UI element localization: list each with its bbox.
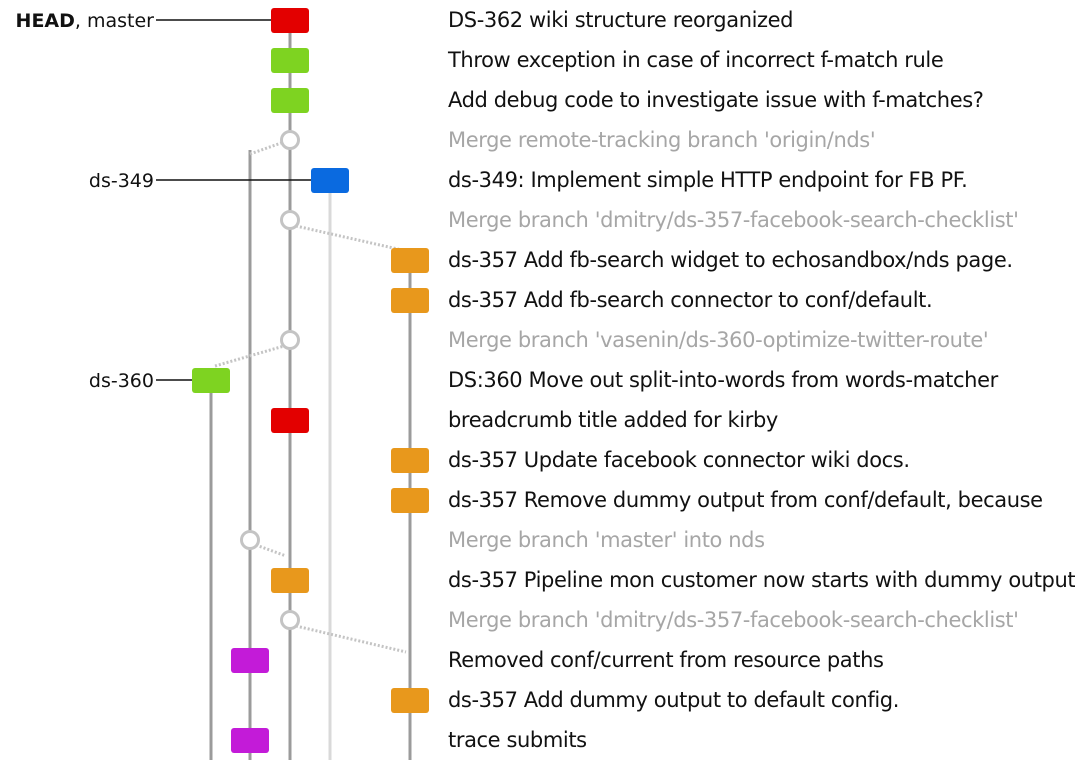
commit-message[interactable]: ds-357 Update facebook connector wiki do… (448, 448, 910, 472)
ref-label-bold: HEAD (16, 10, 75, 32)
commit-node[interactable] (192, 368, 230, 393)
commit-message[interactable]: ds-349: Implement simple HTTP endpoint f… (448, 168, 968, 192)
commit-node[interactable] (391, 448, 429, 473)
commit-message[interactable]: DS:360 Move out split-into-words from wo… (448, 368, 998, 392)
merge-edge (255, 543, 287, 558)
merge-commit-node[interactable] (280, 130, 300, 150)
merge-commit-message[interactable]: Merge branch 'dmitry/ds-357-facebook-sea… (448, 608, 1019, 632)
merge-edge (295, 624, 407, 654)
merge-commit-node[interactable] (280, 610, 300, 630)
commit-node[interactable] (391, 488, 429, 513)
commit-node[interactable] (271, 8, 309, 33)
commit-message[interactable]: Removed conf/current from resource paths (448, 648, 884, 672)
ref-label-text: ds-349 (89, 170, 154, 192)
merge-commit-message[interactable]: Merge remote-tracking branch 'origin/nds… (448, 128, 876, 152)
commit-message[interactable]: ds-357 Add fb-search widget to echosandb… (448, 248, 1013, 272)
commit-message[interactable]: ds-357 Remove dummy output from conf/def… (448, 488, 1043, 512)
merge-commit-node[interactable] (280, 210, 300, 230)
merge-commit-message[interactable]: Merge branch 'master' into nds (448, 528, 765, 552)
commit-node[interactable] (271, 408, 309, 433)
commit-nodes (192, 8, 429, 753)
ref-label-text: ds-360 (89, 370, 154, 392)
merge-commit-message[interactable]: Merge branch 'dmitry/ds-357-facebook-sea… (448, 208, 1019, 232)
commit-message[interactable]: Throw exception in case of incorrect f-m… (448, 48, 944, 72)
commit-node[interactable] (391, 688, 429, 713)
ref-label[interactable]: ds-360 (89, 370, 154, 392)
commit-message[interactable]: ds-357 Pipeline mon customer now starts … (448, 568, 1075, 592)
merge-commit-node[interactable] (240, 530, 260, 550)
ref-label[interactable]: ds-349 (89, 170, 154, 192)
commit-message[interactable]: Add debug code to investigate issue with… (448, 88, 984, 112)
commit-message[interactable]: ds-357 Add fb-search connector to conf/d… (448, 288, 933, 312)
commit-node[interactable] (271, 568, 309, 593)
commit-message[interactable]: breadcrumb title added for kirby (448, 408, 778, 432)
commit-message[interactable]: trace submits (448, 728, 587, 752)
commit-node[interactable] (231, 728, 269, 753)
commit-node[interactable] (311, 168, 349, 193)
ref-label[interactable]: HEAD, master (16, 10, 155, 32)
merge-commit-message[interactable]: Merge branch 'vasenin/ds-360-optimize-tw… (448, 328, 989, 352)
commit-message[interactable]: ds-357 Add dummy output to default confi… (448, 688, 899, 712)
commit-node[interactable] (391, 288, 429, 313)
commit-node[interactable] (391, 248, 429, 273)
commit-node[interactable] (271, 88, 309, 113)
commit-message[interactable]: DS-362 wiki structure reorganized (448, 8, 794, 32)
commit-node[interactable] (271, 48, 309, 73)
merge-commit-node[interactable] (280, 330, 300, 350)
commit-node[interactable] (231, 648, 269, 673)
ref-label-text: , master (75, 10, 154, 32)
ref-labels: HEAD, master ds-349 ds-360 (16, 10, 155, 392)
